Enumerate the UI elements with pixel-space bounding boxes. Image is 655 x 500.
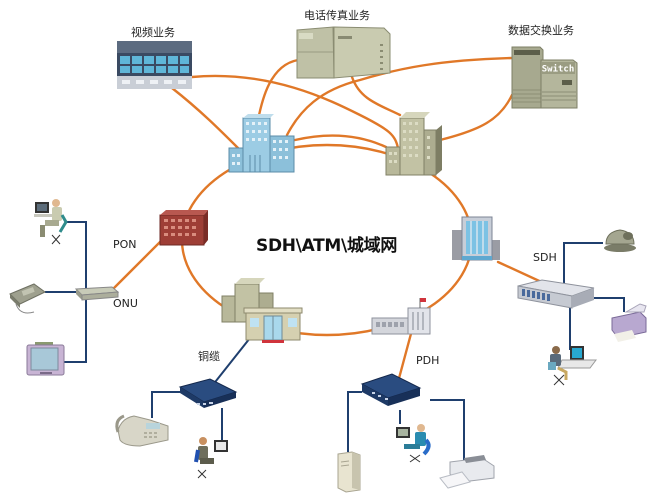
tv-monitor-icon <box>26 342 65 376</box>
link-blue-khaki-buildings <box>293 134 388 149</box>
link-onu-pc <box>66 221 87 290</box>
fax-machine-icon <box>611 303 647 342</box>
brick-building-icon <box>159 210 208 246</box>
office-phone-icon <box>115 414 169 447</box>
link-copper <box>211 337 251 387</box>
link-video-khaki-building <box>190 74 400 150</box>
blue-building-icon <box>228 114 295 173</box>
office-complex-icon <box>221 278 303 343</box>
server-tower-icon <box>337 451 361 493</box>
link-modem-phone <box>151 391 182 418</box>
security-camera-icon <box>604 229 636 252</box>
copper-modem-icon <box>178 378 238 408</box>
sdh-multiplexer-icon <box>517 279 595 309</box>
link-pdh <box>396 328 414 384</box>
switch-label: Switch <box>542 64 575 75</box>
copper-label: 铜缆 <box>198 350 220 363</box>
onu-label: ONU <box>113 297 138 310</box>
telephone-fax-service-label: 电话传真业务 <box>304 9 370 22</box>
link-switch-blue-building <box>285 56 514 137</box>
factory-icon <box>371 298 431 335</box>
data-switching-service-label: 数据交换业务 <box>508 24 574 37</box>
metro-network-title: SDH\ATM\城域网 <box>256 236 398 256</box>
link-fax-khaki-building <box>350 75 402 117</box>
pc-user-icon <box>396 424 431 463</box>
video-wall-icon <box>117 41 192 89</box>
link-pon <box>110 236 166 292</box>
link-sdh-camera <box>563 242 603 283</box>
printer-icon <box>439 455 495 489</box>
khaki-building-icon <box>385 112 442 176</box>
pdh-modem-icon <box>360 373 422 406</box>
pc-user-icon <box>34 199 68 245</box>
data-switch-icon: Switch <box>511 46 578 109</box>
glass-tower-icon <box>452 216 500 261</box>
link-pdh-printer <box>430 399 465 460</box>
link-video-blue-building <box>170 86 242 152</box>
pc-user-icon <box>194 437 228 479</box>
link-sdh-fax <box>590 297 625 312</box>
pon-label: PON <box>113 238 137 251</box>
link-pdh-server <box>347 391 362 452</box>
telephone-exchange-icon <box>296 26 391 79</box>
video-service-label: 视频业务 <box>131 26 175 39</box>
desk-phone-icon <box>9 283 46 314</box>
sdh-label: SDH <box>533 251 557 264</box>
link-onu-tv <box>64 298 87 363</box>
onu-device-icon <box>74 286 120 301</box>
pc-user-icon <box>548 346 597 386</box>
link-fax-blue-building <box>256 58 300 122</box>
link-switch-khaki-building <box>438 93 514 142</box>
pdh-label: PDH <box>416 354 440 367</box>
